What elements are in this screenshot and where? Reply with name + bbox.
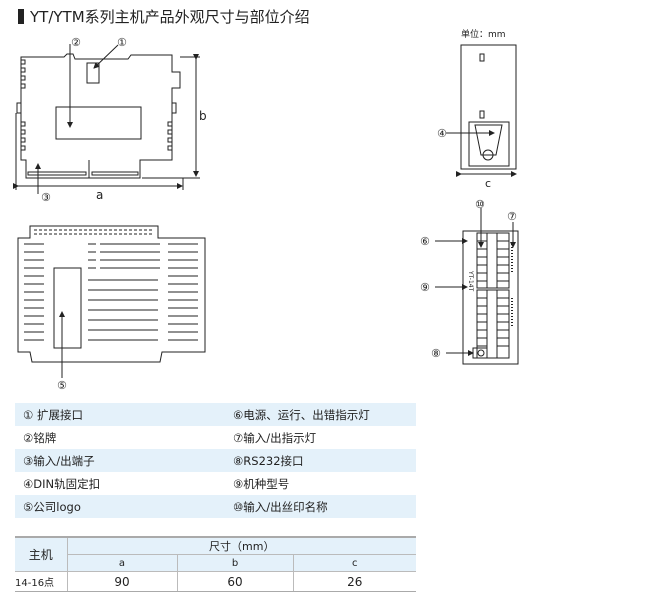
terminal-row	[27, 171, 139, 176]
legend-row: ⑤公司logo ⑩输入/出丝印名称	[15, 495, 416, 518]
value-c-cell: 26	[292, 571, 416, 592]
dimension-c-label: c	[485, 177, 491, 190]
host-cell: 14-16点	[15, 571, 68, 592]
front-view-drawing	[13, 44, 200, 194]
value-a-cell: 90	[66, 571, 178, 592]
callout-5: ⑤	[57, 379, 67, 392]
legend-item: ②铭牌	[23, 430, 57, 445]
legend-item: ⑥电源、运行、出错指示灯	[233, 407, 370, 422]
dimension-table: 主机 尺寸（mm） a b c 14-16点 90 60 26	[15, 536, 416, 592]
value-b-cell: 60	[176, 571, 294, 592]
col-b-header: b	[176, 554, 294, 572]
legend-item: ① 扩展接口	[23, 407, 83, 422]
legend-item: ④DIN轨固定扣	[23, 476, 101, 491]
callout-1: ①	[117, 36, 127, 49]
legend-item: ⑦输入/出指示灯	[233, 430, 317, 445]
callout-6: ⑥	[420, 235, 430, 248]
callout-8: ⑧	[431, 347, 441, 360]
legend-row: ②铭牌 ⑦输入/出指示灯	[15, 426, 416, 449]
legend-row: ③输入/出端子 ⑧RS232接口	[15, 449, 416, 472]
legend-item: ⑧RS232接口	[233, 453, 304, 468]
col-c-header: c	[292, 554, 416, 572]
vent-slots	[24, 229, 198, 341]
legend-item: ⑨机种型号	[233, 476, 290, 491]
callout-7: ⑦	[507, 210, 517, 223]
dimension-b-label: b	[199, 109, 207, 123]
bottom-view-drawing	[17, 225, 206, 378]
side-view-drawing	[446, 44, 517, 177]
legend-row: ④DIN轨固定扣 ⑨机种型号	[15, 472, 416, 495]
table-row: 14-16点 90 60 26	[15, 571, 416, 592]
model-print: YT-14T	[467, 270, 474, 292]
callout-10: ⑩	[475, 198, 485, 211]
legend-item: ⑤公司logo	[23, 499, 81, 514]
callout-2: ②	[71, 36, 81, 49]
legend-row: ① 扩展接口 ⑥电源、运行、出错指示灯	[15, 403, 416, 426]
dimension-a-label: a	[96, 188, 103, 202]
legend-item: ③输入/出端子	[23, 453, 95, 468]
section-title: YT/YTM系列主机产品外观尺寸与部位介绍	[18, 6, 310, 27]
top-view-drawing	[435, 208, 519, 365]
size-header: 尺寸（mm）	[66, 536, 416, 555]
callout-3: ③	[41, 191, 51, 204]
parts-legend: ① 扩展接口 ⑥电源、运行、出错指示灯 ②铭牌 ⑦输入/出指示灯 ③输入/出端子 ⑧R…	[15, 403, 416, 518]
product-drawings: ② ① b a ③ ⑤ 单位：mm ④ c	[13, 28, 519, 392]
unit-label: 单位：mm	[461, 28, 506, 40]
callout-9: ⑨	[420, 281, 430, 294]
host-header: 主机	[15, 536, 68, 572]
legend-item: ⑩输入/出丝印名称	[233, 499, 328, 514]
callout-4: ④	[437, 127, 447, 140]
title-text: YT/YTM系列主机产品外观尺寸与部位介绍	[30, 8, 310, 26]
title-marker	[18, 9, 24, 24]
col-a-header: a	[66, 554, 178, 572]
